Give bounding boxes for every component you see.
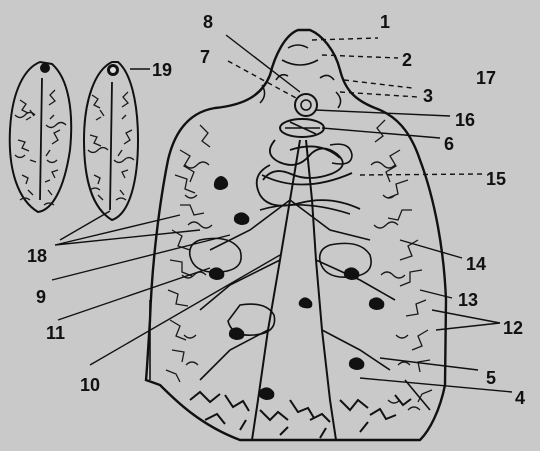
label-1: 1 — [380, 12, 390, 32]
label-3: 3 — [423, 86, 433, 106]
label-16: 16 — [455, 110, 475, 130]
label-13: 13 — [458, 290, 478, 310]
label-11: 11 — [46, 323, 65, 343]
label-14: 14 — [466, 254, 486, 274]
label-9: 9 — [36, 287, 46, 307]
label-2: 2 — [402, 50, 412, 70]
label-15: 15 — [486, 169, 506, 189]
label-5: 5 — [486, 368, 496, 388]
specimen-left-small — [10, 62, 71, 212]
label-17: 17 — [476, 68, 496, 88]
label-10: 10 — [80, 375, 100, 395]
label-12: 12 — [503, 318, 523, 338]
label-18: 18 — [27, 246, 47, 266]
label-8: 8 — [203, 12, 213, 32]
label-7: 7 — [200, 47, 210, 67]
main-specimen-body — [146, 30, 446, 440]
label-4: 4 — [515, 388, 525, 408]
label-19: 19 — [152, 60, 172, 80]
label-6: 6 — [444, 134, 454, 154]
specimen-right-small — [84, 62, 138, 220]
